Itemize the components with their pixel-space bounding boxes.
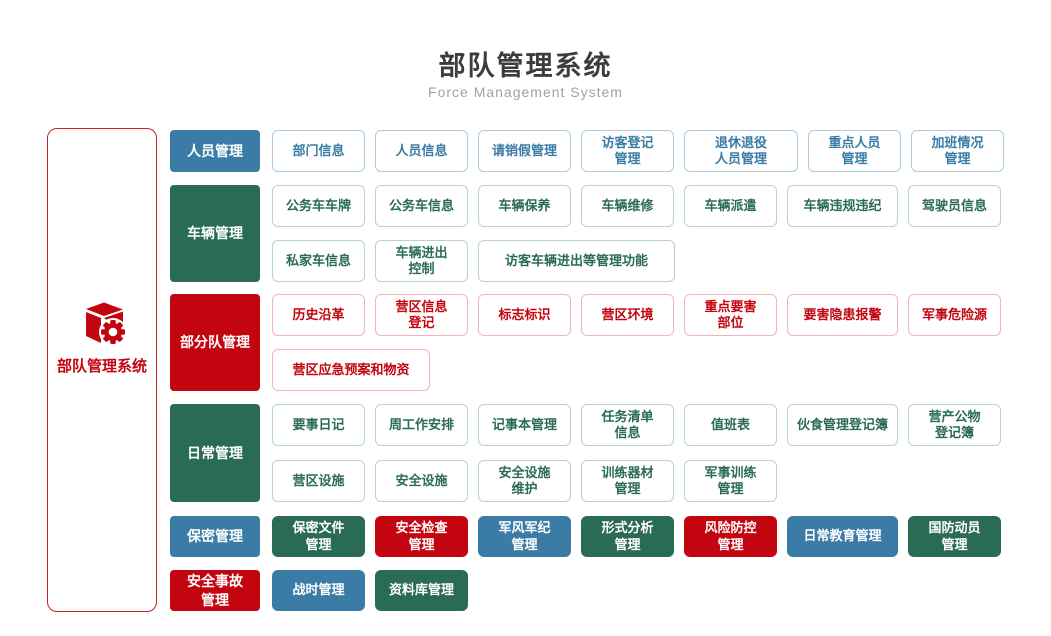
- category-daily-mgmt: 日常管理: [170, 404, 260, 502]
- cube-gear-icon: [86, 302, 127, 345]
- modules-line: 战时管理 资料库管理: [272, 570, 468, 611]
- module-box: 日常教育管理: [787, 516, 898, 557]
- item-box: 军事训练 管理: [684, 460, 777, 502]
- items-line: 营区设施 安全设施 安全设施 维护 训练器材 管理 军事训练 管理: [272, 460, 777, 502]
- module-box: 资料库管理: [375, 570, 468, 611]
- item-box: 记事本管理: [478, 404, 571, 446]
- item-box: 访客登记 管理: [581, 130, 674, 172]
- item-box: 加班情况 管理: [911, 130, 1004, 172]
- item-box: 营区设施: [272, 460, 365, 502]
- item-box: 车辆维修: [581, 185, 674, 227]
- module-box: 形式分析 管理: [581, 516, 674, 557]
- page-title: 部队管理系统: [438, 51, 613, 81]
- page-subtitle: Force Management System: [428, 84, 623, 100]
- item-box: 人员信息: [375, 130, 468, 172]
- item-box: 要事日记: [272, 404, 365, 446]
- item-box: 训练器材 管理: [581, 460, 674, 502]
- system-root-label: 部队管理系统: [56, 357, 147, 375]
- item-box: 周工作安排: [375, 404, 468, 446]
- item-box: 车辆违规违纪: [787, 185, 898, 227]
- module-box: 国防动员 管理: [908, 516, 1001, 557]
- category-subunit-mgmt: 部分队管理: [170, 294, 260, 391]
- category-personnel-mgmt: 人员管理: [170, 130, 260, 172]
- item-box: 营区应急预案和物资: [272, 349, 430, 391]
- category-secrecy-mgmt: 保密管理: [170, 516, 260, 557]
- item-box: 退休退役 人员管理: [684, 130, 798, 172]
- item-box: 重点人员 管理: [808, 130, 901, 172]
- item-box: 车辆保养: [478, 185, 571, 227]
- system-root-panel: 部队管理系统: [47, 128, 157, 612]
- item-box: 历史沿革: [272, 294, 365, 336]
- category-safety-incident-mgmt: 安全事故 管理: [170, 570, 260, 611]
- module-box: 保密文件 管理: [272, 516, 365, 557]
- item-box: 标志标识: [478, 294, 571, 336]
- item-box: 营区环境: [581, 294, 674, 336]
- item-box: 公务车信息: [375, 185, 468, 227]
- item-box: 请销假管理: [478, 130, 571, 172]
- item-box: 伙食管理登记簿: [787, 404, 898, 446]
- module-box: 军风军纪 管理: [478, 516, 571, 557]
- items-line: 要事日记 周工作安排 记事本管理 任务清单 信息 值班表 伙食管理登记簿 营产公…: [272, 404, 1001, 446]
- item-box: 车辆派遣: [684, 185, 777, 227]
- item-box: 值班表: [684, 404, 777, 446]
- item-box: 安全设施 维护: [478, 460, 571, 502]
- item-box: 要害隐患报警: [787, 294, 898, 336]
- module-box: 战时管理: [272, 570, 365, 611]
- item-box: 重点要害 部位: [684, 294, 777, 336]
- items-line: 营区应急预案和物资: [272, 349, 430, 391]
- items-line: 公务车车牌 公务车信息 车辆保养 车辆维修 车辆派遣 车辆违规违纪 驾驶员信息: [272, 185, 1001, 227]
- item-box: 军事危险源: [908, 294, 1001, 336]
- item-box: 任务清单 信息: [581, 404, 674, 446]
- module-box: 安全检查 管理: [375, 516, 468, 557]
- items-line: 部门信息 人员信息 请销假管理 访客登记 管理 退休退役 人员管理 重点人员 管…: [272, 130, 1004, 172]
- item-box: 公务车车牌: [272, 185, 365, 227]
- category-vehicle-mgmt: 车辆管理: [170, 185, 260, 282]
- item-box: 车辆进出 控制: [375, 240, 468, 282]
- item-box: 访客车辆进出等管理功能: [478, 240, 675, 282]
- items-line: 私家车信息 车辆进出 控制 访客车辆进出等管理功能: [272, 240, 675, 282]
- module-box: 风险防控 管理: [684, 516, 777, 557]
- item-box: 驾驶员信息: [908, 185, 1001, 227]
- item-box: 安全设施: [375, 460, 468, 502]
- item-box: 部门信息: [272, 130, 365, 172]
- modules-line: 保密文件 管理 安全检查 管理 军风军纪 管理 形式分析 管理 风险防控 管理 …: [272, 516, 1001, 557]
- item-box: 营区信息 登记: [375, 294, 468, 336]
- items-line: 历史沿革 营区信息 登记 标志标识 营区环境 重点要害 部位 要害隐患报警 军事…: [272, 294, 1001, 336]
- item-box: 营产公物 登记簿: [908, 404, 1001, 446]
- item-box: 私家车信息: [272, 240, 365, 282]
